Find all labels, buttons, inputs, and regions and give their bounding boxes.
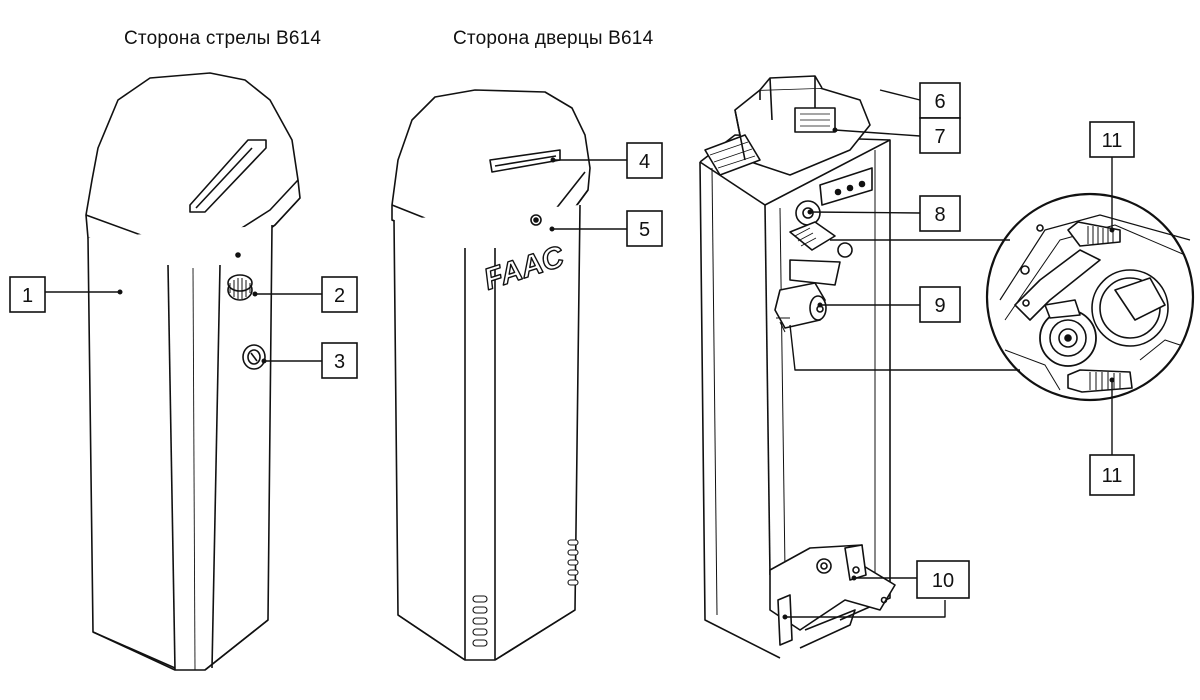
cabinet-open-internals: [699, 75, 896, 659]
key-lock-icon: [242, 344, 266, 370]
callout-1: 1: [9, 276, 46, 313]
door-side-caption: Сторона дверцы B614: [453, 28, 654, 49]
callout-5: 5: [626, 210, 663, 247]
upper-spring: [1067, 221, 1121, 247]
leader-lines: [45, 89, 1115, 620]
callout-number: 9: [934, 295, 945, 317]
callout-3: 3: [321, 342, 358, 379]
control-board: [704, 75, 871, 176]
vent-holes: [472, 539, 579, 647]
knob-icon: [227, 252, 253, 301]
callout-number: 11: [1102, 130, 1123, 152]
callout-6: 6: [919, 82, 961, 119]
callout-number: 1: [22, 285, 33, 307]
callout-number: 2: [334, 285, 345, 307]
callout-10: 10: [916, 560, 970, 599]
callout-4: 4: [626, 142, 663, 179]
callout-2: 2: [321, 276, 358, 313]
boom-side-caption: Сторона стрелы B614: [124, 28, 322, 49]
callout-number: 4: [639, 151, 650, 173]
callout-9: 9: [919, 286, 961, 323]
callout-number: 5: [639, 219, 650, 241]
cabinet-boom-side: [85, 72, 301, 671]
lower-spring: [1067, 369, 1133, 393]
zoom-detail-circle: [985, 192, 1195, 402]
foundation-plate: [769, 544, 896, 649]
callout-number: 7: [934, 126, 945, 148]
gear-mechanism: [1039, 299, 1097, 367]
callout-number: 3: [334, 351, 345, 373]
cabinet-door-side: FAAC: [391, 89, 591, 661]
callout-number: 8: [934, 204, 945, 226]
callout-11-bottom: 11: [1089, 454, 1135, 496]
motor: [774, 282, 827, 329]
callout-11-top: 11: [1089, 121, 1135, 158]
callout-8: 8: [919, 195, 961, 232]
callout-number: 11: [1102, 465, 1123, 487]
callout-7: 7: [919, 117, 961, 154]
callout-number: 10: [932, 570, 954, 592]
callout-number: 6: [934, 91, 945, 113]
